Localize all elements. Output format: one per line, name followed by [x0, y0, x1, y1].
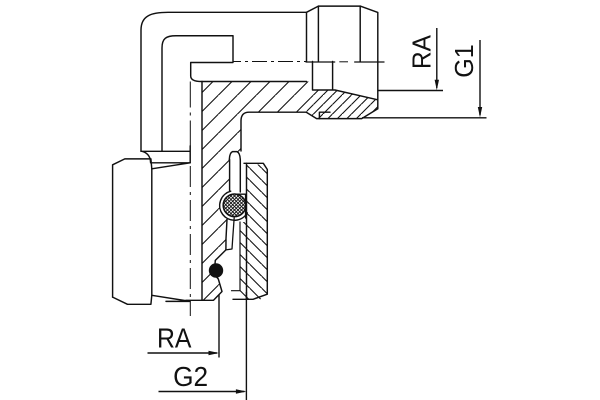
svg-text:RA: RA — [157, 323, 192, 354]
svg-text:G2: G2 — [173, 361, 208, 392]
svg-text:G1: G1 — [449, 44, 479, 78]
svg-text:RA: RA — [406, 34, 436, 69]
